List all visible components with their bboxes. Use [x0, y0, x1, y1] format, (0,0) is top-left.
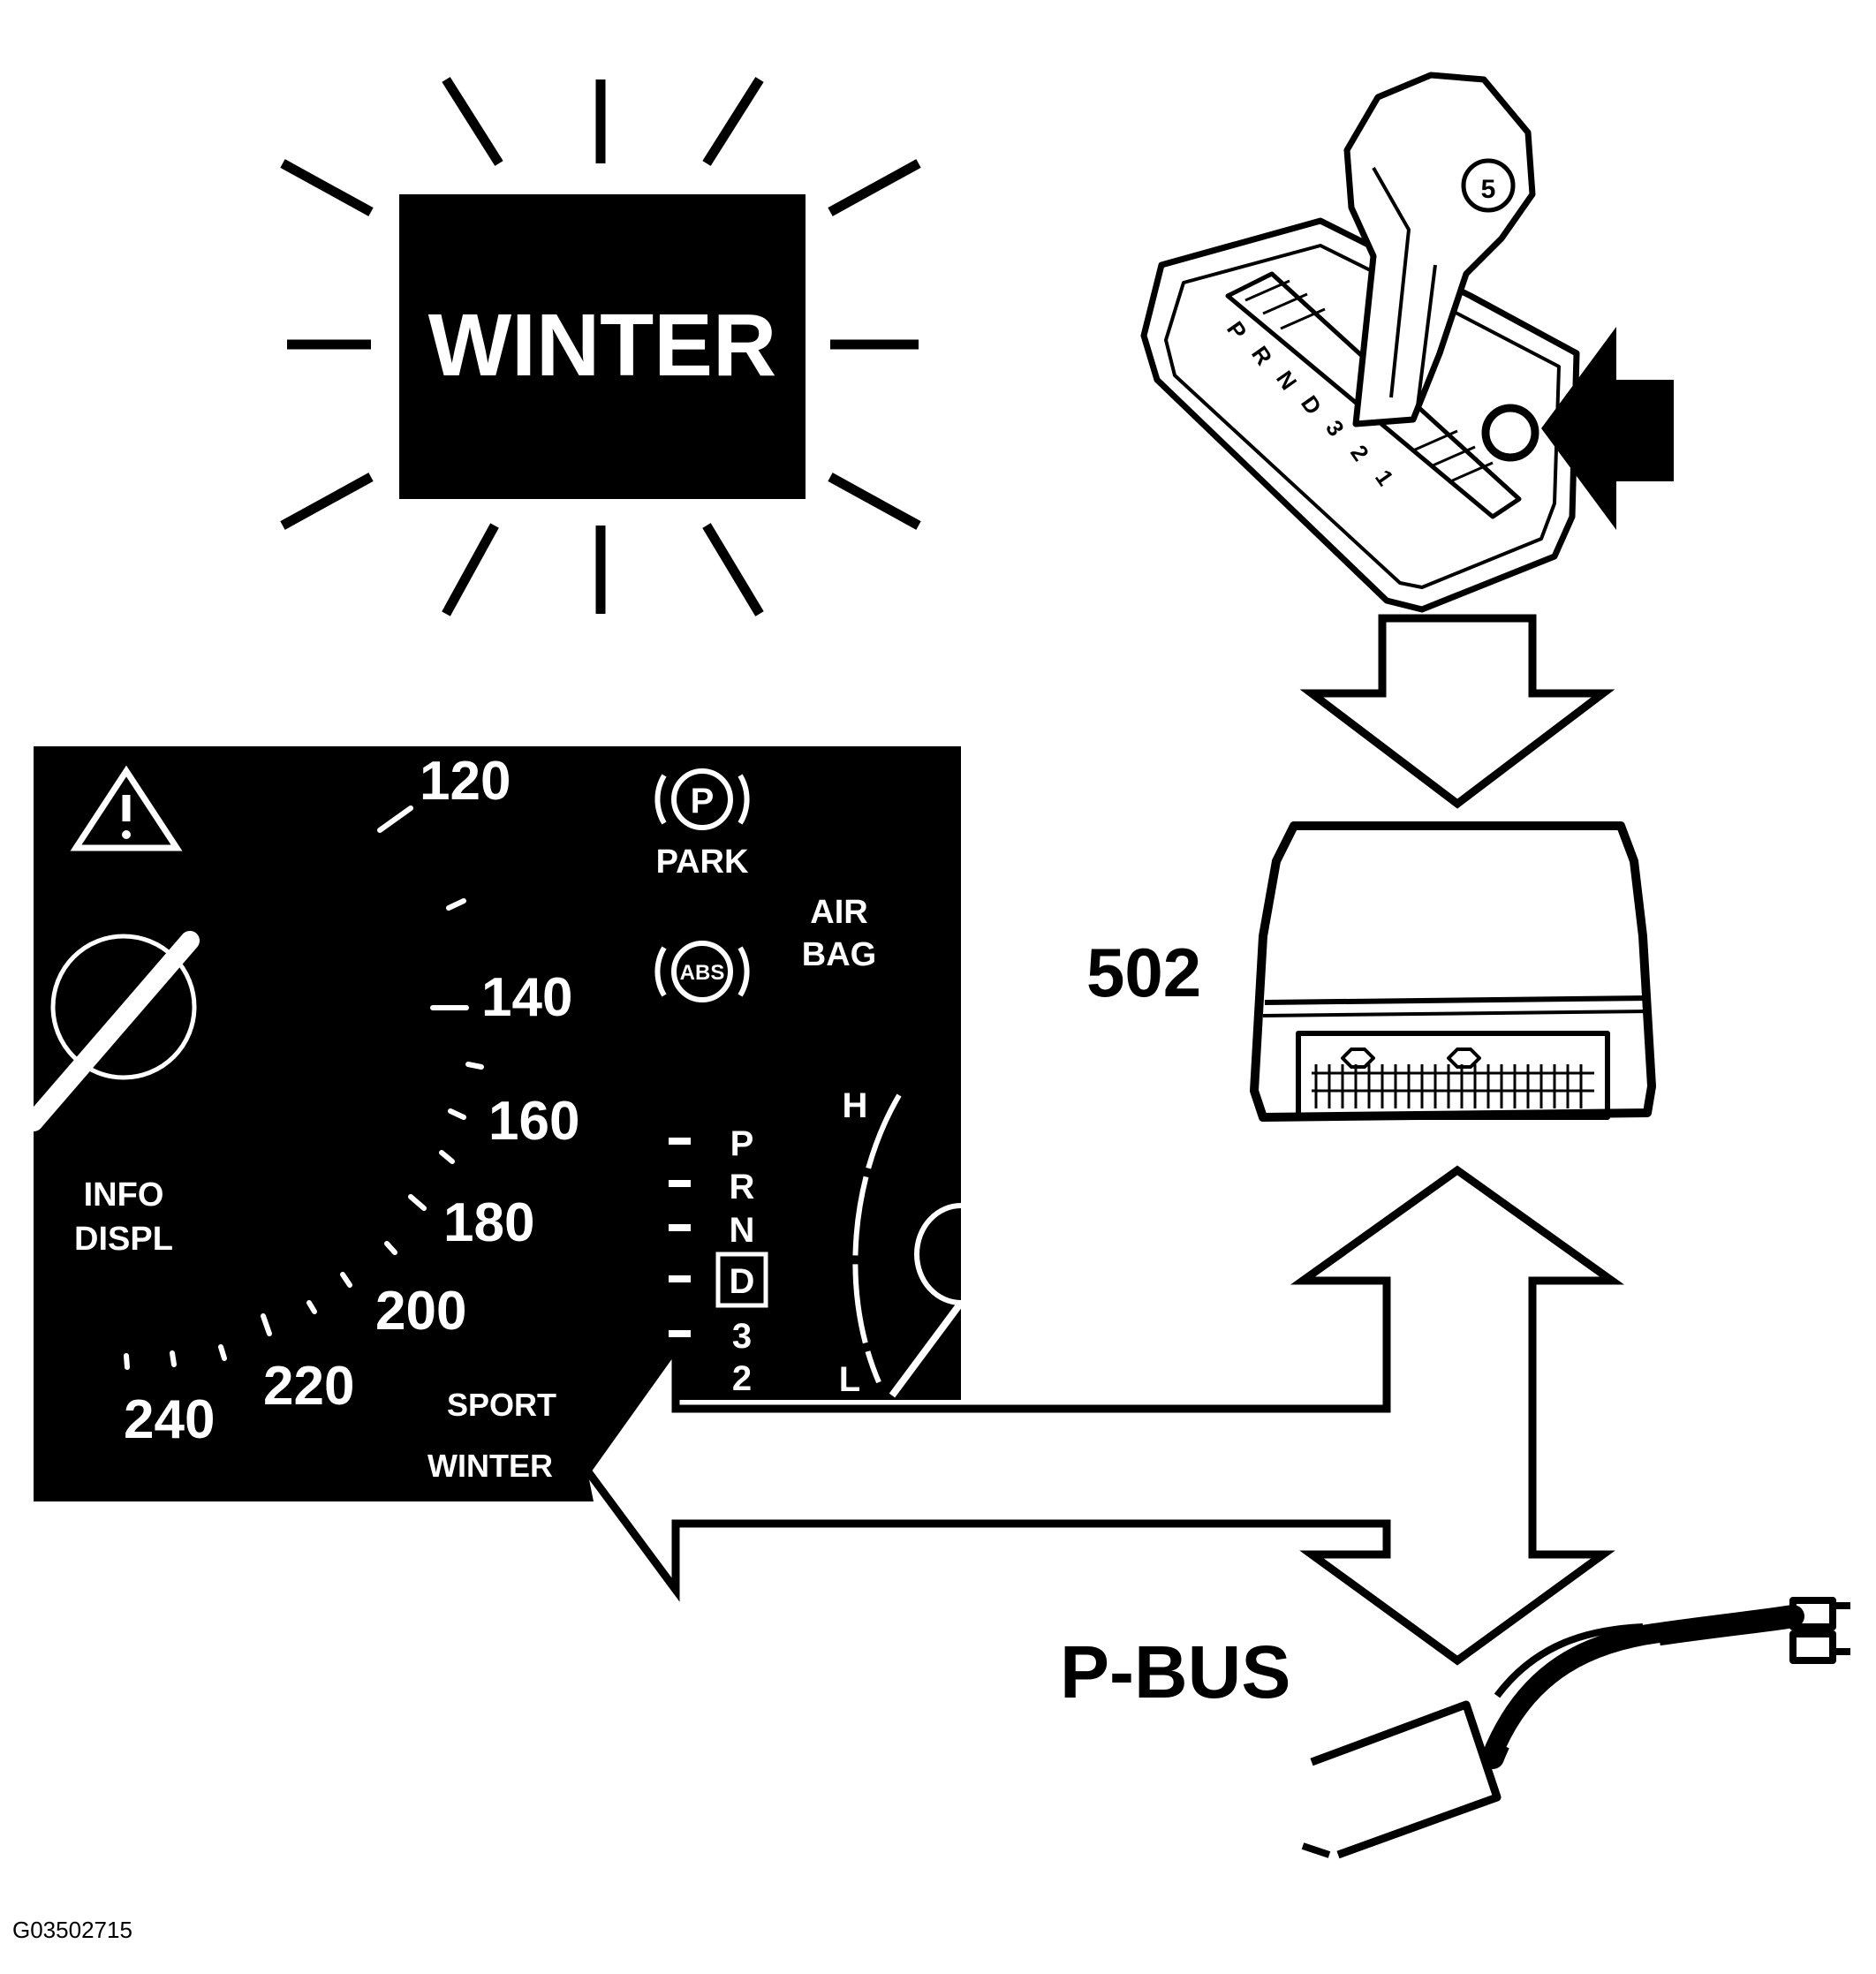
- parking-brake-symbol: P: [691, 782, 715, 821]
- info-display-label: DISPL: [74, 1221, 173, 1258]
- pointer-arrow: [1541, 327, 1674, 530]
- connector-pins: [1312, 1064, 1594, 1108]
- selector-position: D: [1296, 390, 1327, 420]
- lever-knob-mark: 5: [1481, 175, 1496, 204]
- temp-high-label: H: [843, 1086, 868, 1125]
- info-display-label: INFO: [84, 1176, 164, 1214]
- connector-body: [1310, 1700, 1502, 1859]
- gear-indicator-letter: R: [730, 1168, 755, 1206]
- speed-label: 140: [481, 967, 572, 1028]
- mode-sport-label: SPORT: [447, 1387, 556, 1423]
- winter-lamp: [399, 194, 806, 499]
- speed-label: 180: [443, 1192, 534, 1253]
- gear-indicator-dashes: [669, 1138, 691, 1337]
- abs-warning-icon: [654, 941, 750, 1002]
- selector-position: 3: [1320, 415, 1350, 441]
- cluster-panel: [34, 746, 961, 1501]
- gear-indicator-letter: N: [730, 1211, 755, 1250]
- bus-data-arrow: [582, 1165, 1625, 1666]
- warning-triangle-icon: [70, 765, 183, 851]
- selector-lever: [1343, 72, 1536, 427]
- gear-indicator-letters: P R N D 3 2: [730, 1124, 755, 1398]
- parking-brake-label: PARK: [656, 843, 749, 881]
- airbag-label: AIR: [810, 894, 867, 931]
- mode-winter-label: WINTER: [427, 1448, 553, 1484]
- speed-label: 220: [263, 1356, 354, 1417]
- selector-position: N: [1271, 366, 1302, 395]
- selector-position: 1: [1370, 465, 1399, 490]
- bus-connector: [1301, 1597, 1850, 1859]
- speed-label: 160: [488, 1091, 579, 1152]
- speed-label: 200: [375, 1281, 466, 1342]
- temp-low-label: L: [839, 1360, 860, 1399]
- module-number: 502: [1086, 934, 1201, 1011]
- gear-selector: 5 P R N D 3 2 1: [1140, 72, 1580, 613]
- selector-to-module-arrow: [1299, 614, 1615, 809]
- module-connector: [1296, 1031, 1610, 1120]
- lock-button: [1481, 404, 1539, 462]
- temp-needle: [889, 1300, 964, 1398]
- bus-wire-bundle: [1481, 1605, 1804, 1769]
- airbag-label: BAG: [802, 936, 876, 973]
- lever-knob-badge: [1461, 158, 1516, 213]
- clock-gauge-icon: [50, 934, 197, 1080]
- speed-labels: 120 140 160 180 200 220 240: [124, 751, 579, 1450]
- speedometer-ticks: [124, 805, 484, 1370]
- figure-id: G03502715: [12, 1917, 132, 1943]
- gear-indicator-letter: 2: [732, 1359, 752, 1398]
- connector-plug: [1789, 1597, 1850, 1664]
- gear-indicator-letter-active: D: [730, 1262, 755, 1301]
- selector-position: R: [1246, 341, 1277, 370]
- winter-indicator: WINTER: [280, 77, 921, 616]
- speed-label: 240: [124, 1389, 215, 1450]
- gear-indicator-letter: P: [730, 1124, 754, 1163]
- shift-gate: [1225, 271, 1522, 519]
- winter-lamp-label: WINTER: [428, 296, 776, 395]
- gauge-needle: [24, 931, 200, 1131]
- temp-dial: [914, 1203, 962, 1305]
- speed-label: 120: [420, 751, 511, 812]
- control-module: [1250, 821, 1656, 1122]
- gear-indicator-letter: 3: [732, 1317, 752, 1356]
- instrument-cluster: INFO DISPL 120 140 160 180 200 220: [24, 746, 964, 1501]
- abs-symbol: ABS: [680, 961, 725, 985]
- temp-gauge-arc: [852, 1093, 902, 1384]
- parking-brake-icon: [654, 768, 750, 830]
- active-gear-box: [715, 1252, 768, 1308]
- bus-label: P-BUS: [1060, 1630, 1290, 1713]
- indicator-rays: [280, 77, 921, 616]
- selector-position: 2: [1345, 440, 1374, 465]
- module-housing: [1250, 821, 1656, 1122]
- selector-position: P: [1222, 316, 1252, 344]
